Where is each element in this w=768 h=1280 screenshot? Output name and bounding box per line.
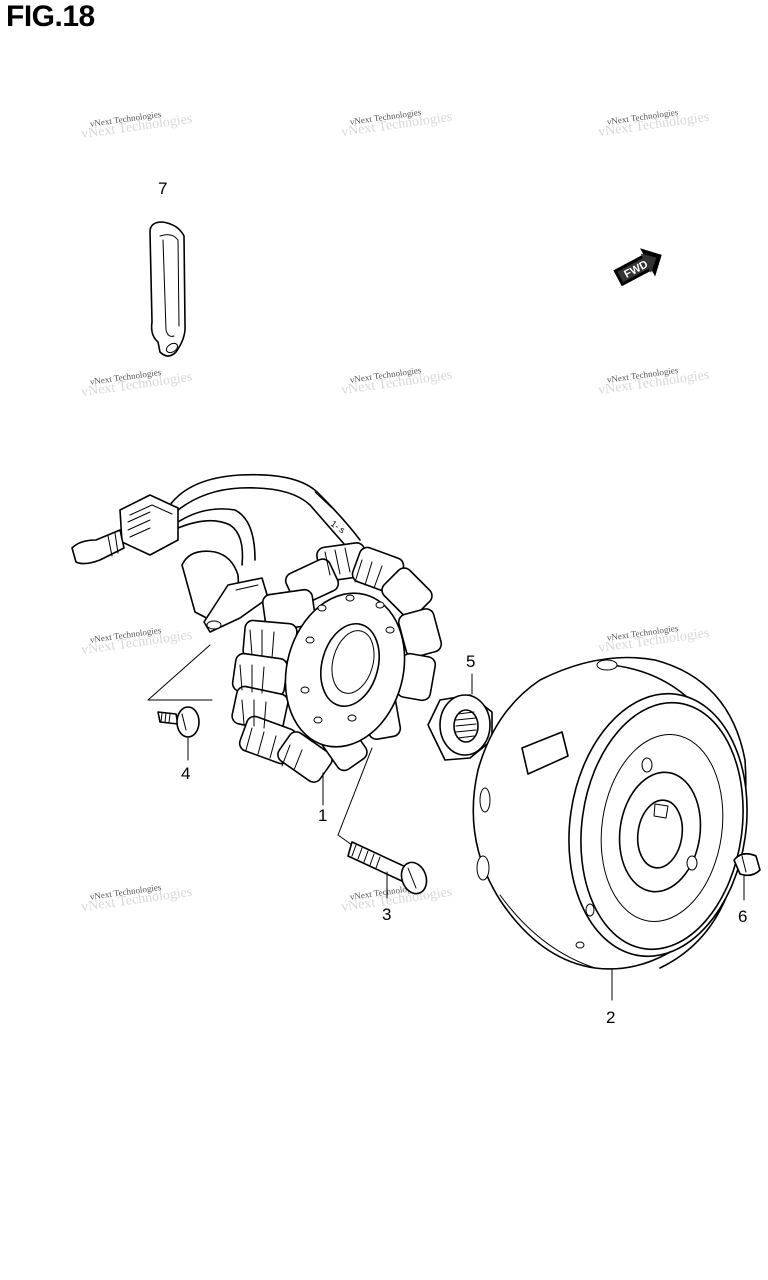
forward-direction-badge: FWD [613,248,662,287]
callout-1: 1 [318,806,327,825]
callout-4: 4 [181,764,190,783]
figure-title: FIG.18 [6,0,95,33]
callout-3: 3 [382,905,391,924]
watermark: vNext Technologies vNext Technologies [597,107,710,140]
part-7-clamp [149,221,186,357]
part-3-bolt [347,841,428,899]
part-4-screw [157,706,200,761]
watermark: vNext Technologies vNext Technologies [340,882,453,915]
watermark: vNext Technologies vNext Technologies [340,107,453,140]
watermark: vNext Technologies vNext Technologies [80,882,193,915]
part-1-stator: 1- s [71,473,443,873]
callout-5: 5 [466,652,475,671]
callout-6: 6 [738,907,747,926]
watermark: vNext Technologies vNext Technologies [340,365,453,398]
watermark: vNext Technologies vNext Technologies [597,623,710,656]
watermark: vNext Technologies vNext Technologies [597,365,710,398]
part-6-key [733,852,761,901]
watermark: vNext Technologies vNext Technologies [80,625,193,658]
callout-7: 7 [158,179,167,198]
callout-2: 2 [606,1008,615,1027]
watermark: vNext Technologies vNext Technologies [80,109,193,142]
callout-labels: 7 1 2 3 4 5 6 [158,179,747,1027]
part-5-nut [427,673,493,761]
part-2-rotor [472,656,748,1001]
watermark: vNext Technologies vNext Technologies [80,367,193,400]
